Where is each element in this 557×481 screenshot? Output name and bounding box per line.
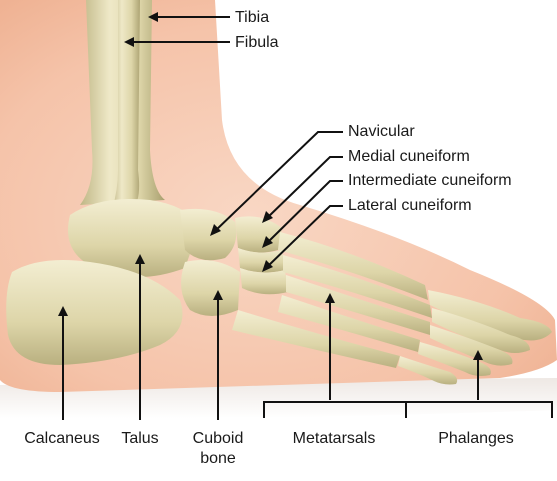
calcaneus-bone [6, 259, 183, 365]
medial-cuneiform-arrowhead [262, 211, 273, 223]
label-fibula: Fibula [235, 34, 279, 51]
cuboid-bone [181, 259, 240, 316]
tibia-arrowhead [148, 12, 158, 22]
calcaneus-arrowhead [58, 306, 68, 316]
phalanges-arrowhead [473, 350, 483, 360]
intermediate-cuneiform-pointer [265, 180, 343, 245]
label-intermediate-cuneiform: Intermediate cuneiform [348, 172, 512, 189]
label-navicular: Navicular [348, 123, 415, 140]
label-tibia: Tibia [235, 9, 270, 26]
fibula-bone [112, 0, 140, 210]
label-medial-cuneiform: Medial cuneiform [348, 148, 470, 165]
talus-bone [68, 199, 200, 278]
label-phalanges: Phalanges [438, 430, 514, 447]
forefoot-bracket [263, 401, 553, 418]
label-cuboid: Cuboid [192, 430, 244, 447]
lateral-cuneiform-bone [240, 268, 288, 295]
intermediate-cuneiform-bone [238, 248, 285, 273]
cuboid-arrowhead [213, 290, 223, 300]
navicular-pointer [213, 131, 343, 233]
phalanx-bones [398, 290, 552, 385]
label-lateral-cuneiform: Lateral cuneiform [348, 197, 472, 214]
navicular-bone [180, 208, 237, 261]
label-calcaneus: Calcaneus [24, 430, 100, 447]
metatarsal-bones [232, 232, 432, 368]
intermediate-cuneiform-arrowhead [262, 236, 273, 248]
label-talus: Talus [121, 430, 159, 447]
annotation-lines [58, 12, 553, 420]
label-cuboid-bone: bone [200, 450, 236, 467]
talus-arrowhead [135, 254, 145, 264]
navicular-arrowhead [210, 224, 221, 236]
label-metatarsals: Metatarsals [292, 430, 376, 447]
lateral-cuneiform-arrowhead [262, 260, 273, 272]
fibula-arrowhead [124, 37, 134, 47]
medial-cuneiform-pointer [265, 156, 343, 220]
metatarsals-arrowhead [325, 293, 335, 303]
lateral-cuneiform-pointer [265, 205, 343, 269]
